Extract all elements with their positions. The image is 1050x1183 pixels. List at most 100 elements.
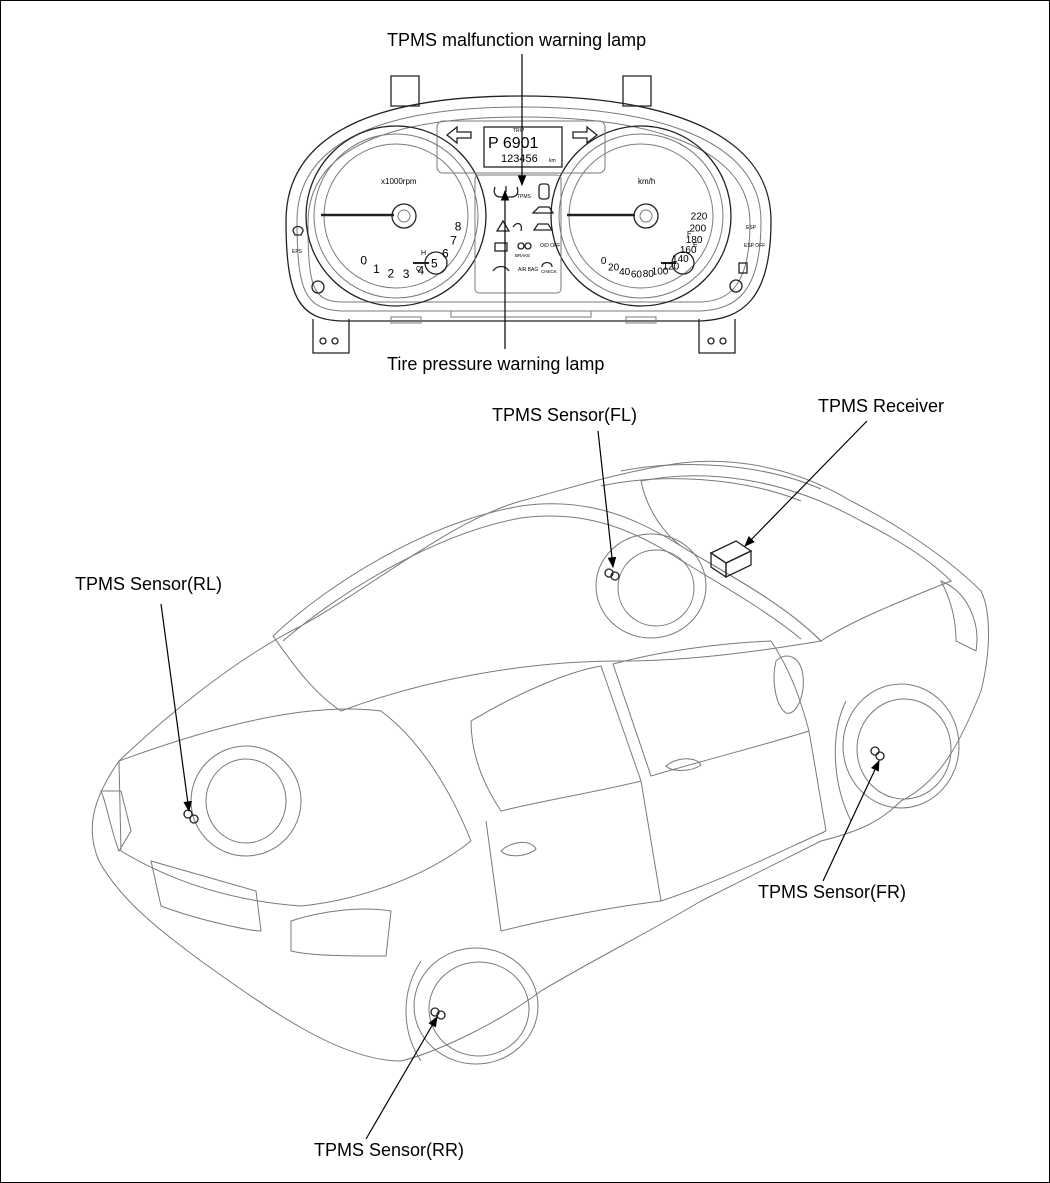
- tach-needle-hub: [391, 203, 417, 229]
- speed-number-40: 40: [619, 267, 631, 278]
- speedometer: [550, 125, 732, 307]
- headlamp-right: [939, 580, 978, 652]
- rear-right-wheel: [413, 947, 539, 1065]
- tpms-sensor-rr-icon: [430, 1007, 446, 1020]
- check-engine-icon: [541, 261, 553, 268]
- tach-number-4: 4: [417, 264, 424, 278]
- rear-left-lamp: [100, 790, 132, 853]
- oil-pressure-icon: [492, 265, 510, 272]
- car-windshield: [640, 475, 952, 642]
- speed-unit: km/h: [638, 177, 655, 186]
- leader-sensor-fl: [597, 430, 617, 569]
- speed-number-200: 200: [689, 223, 706, 234]
- tach-number-5: 5: [431, 257, 438, 271]
- tpms-malfunction-lamp-text: TPMS: [517, 194, 532, 200]
- label-tpms-sensor-rl: TPMS Sensor(RL): [75, 574, 223, 594]
- cluster-mount-bottom-right: [698, 319, 736, 354]
- tach-number-2: 2: [388, 266, 395, 280]
- eps-lamp-text: EPS: [292, 249, 303, 255]
- temp-cold-label: C: [416, 266, 421, 273]
- speed-number-80: 80: [643, 269, 655, 280]
- air-bag-lamp-text: AIR BAG: [518, 267, 538, 273]
- speed-number-20: 20: [608, 263, 620, 274]
- license-plate-area: [150, 860, 262, 932]
- tire-pressure-warning-icon: [493, 186, 519, 198]
- car-trunk-lid: [118, 708, 472, 907]
- tach-number-6: 6: [442, 247, 449, 261]
- check-lamp-text: CHECK: [541, 269, 557, 274]
- door-warning-icon: [538, 183, 550, 200]
- master-warning-icon: [495, 219, 511, 232]
- label-tire-pressure-warning-lamp: Tire pressure warning lamp: [387, 354, 605, 374]
- side-mirror: [773, 655, 804, 714]
- odometer-top-readout: P 6901: [488, 135, 539, 152]
- trunk-open-icon: [532, 223, 554, 231]
- lcd-surround: [436, 120, 606, 174]
- leader-sensor-fr: [822, 760, 880, 882]
- tach-unit: x1000rpm: [381, 177, 417, 186]
- front-right-wheel: [842, 683, 960, 809]
- leader-sensor-rr: [365, 1016, 438, 1140]
- speed-number-0: 0: [601, 256, 607, 267]
- esp-off-lamp-text: ESP OFF: [744, 243, 765, 249]
- od-off-lamp-text: O/D OFF: [540, 243, 560, 249]
- tach-number-1: 1: [373, 262, 380, 276]
- label-tpms-sensor-rr: TPMS Sensor(RR): [314, 1140, 465, 1160]
- cluster-mount-tab-left: [390, 75, 420, 107]
- tpms-receiver-module: [709, 540, 753, 579]
- trip-label: TRIP: [513, 128, 525, 134]
- rear-right-lamp: [290, 908, 392, 957]
- label-tpms-malfunction-warning-lamp: TPMS malfunction warning lamp: [387, 30, 647, 50]
- tpms-sensor-fr-icon: [870, 746, 885, 761]
- cruise-lamp-icon: [729, 279, 743, 293]
- car-drawing: [91, 420, 989, 1140]
- odometer-display: [483, 126, 563, 168]
- battery-icon: [494, 242, 508, 252]
- fuel-empty-label: E: [693, 242, 698, 249]
- rear-door-handle: [500, 842, 537, 857]
- door-ajar-icon: [531, 206, 555, 214]
- warning-lamp-panel: [474, 174, 562, 294]
- odometer-km: km: [549, 158, 556, 164]
- leader-sensor-rl: [160, 603, 192, 813]
- tach-number-7: 7: [450, 234, 457, 248]
- speed-number-160: 160: [680, 245, 697, 256]
- cluster-mount-bottom-left: [312, 319, 350, 354]
- esp-lamp-text: ESP: [746, 225, 757, 231]
- fuel-full-label: F: [687, 231, 691, 238]
- speed-number-120: 120: [662, 261, 679, 272]
- car-body-outline: [91, 460, 989, 1062]
- fuel-door-icon: [738, 262, 748, 274]
- cluster-mount-tab-right: [622, 75, 652, 107]
- tpms-sensor-rl-icon: [183, 809, 199, 824]
- label-tpms-receiver: TPMS Receiver: [818, 396, 945, 416]
- headlight-icon: [512, 222, 523, 232]
- tachometer: [305, 125, 487, 307]
- tach-number-3: 3: [403, 267, 410, 281]
- label-tpms-sensor-fl: TPMS Sensor(FL): [492, 405, 638, 425]
- car-front-side-window: [612, 640, 810, 777]
- fog-lamp-icon: [311, 280, 325, 294]
- tach-number-8: 8: [455, 219, 462, 233]
- car-roof: [272, 503, 823, 712]
- front-door-handle: [665, 758, 702, 771]
- tpms-sensor-fl-icon: [604, 568, 620, 581]
- turn-left-arrow-icon: [445, 125, 472, 145]
- rear-left-wheel: [190, 745, 302, 857]
- tach-number-0: 0: [360, 254, 367, 268]
- label-tpms-sensor-fr: TPMS Sensor(FR): [758, 882, 907, 902]
- speed-number-140: 140: [672, 254, 689, 265]
- odometer-bottom-readout: 123456: [501, 153, 538, 165]
- speed-number-60: 60: [631, 269, 643, 280]
- front-left-wheel: [595, 533, 707, 639]
- brake-lamp-text: BRAKE: [515, 253, 530, 258]
- turn-right-arrow-icon: [572, 125, 599, 145]
- car-rear-side-window: [470, 665, 642, 812]
- cluster-bezel-outer: [285, 95, 772, 322]
- eps-warning-icon: [292, 225, 304, 236]
- temp-hot-label: H: [421, 250, 426, 257]
